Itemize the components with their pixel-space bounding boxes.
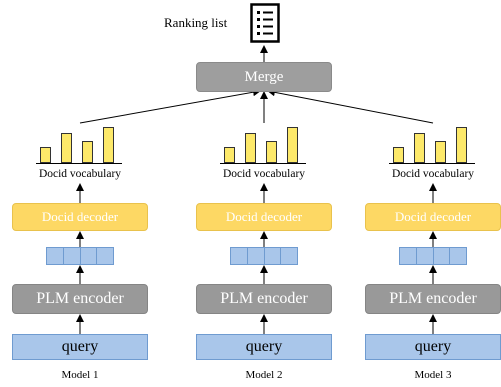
model-label-2: Model 2 — [245, 369, 283, 381]
docid-decoder-3: Docid decoder — [365, 203, 501, 231]
vector-cell — [449, 248, 466, 264]
query-box-1: query — [12, 334, 148, 360]
vocab-baseline-3 — [389, 163, 475, 164]
vector-cell — [263, 248, 281, 264]
ranking-list-icon — [250, 3, 280, 43]
vector-cell — [246, 248, 264, 264]
plm-encoder-1: PLM encoder — [12, 284, 148, 314]
vocab-bar-1-2 — [61, 133, 72, 163]
vocab-bar-2-1 — [224, 147, 235, 163]
vector-cell — [231, 248, 247, 264]
vector-cell — [415, 248, 433, 264]
docid-vocabulary-label-3: Docid vocabulary — [391, 168, 475, 180]
vocab-bar-3-4 — [456, 127, 467, 163]
docid-vocabulary-label-1: Docid vocabulary — [38, 168, 122, 180]
model-label-1: Model 1 — [61, 369, 99, 381]
embedding-vector-1 — [46, 247, 114, 265]
arrow-model1-to-merge — [79, 88, 261, 124]
vocab-bar-3-2 — [414, 133, 425, 163]
vocab-bar-1-1 — [40, 147, 51, 163]
vector-cell — [432, 248, 450, 264]
vocab-baseline-1 — [36, 163, 122, 164]
model-label-3: Model 3 — [414, 369, 452, 381]
vocab-bar-1-3 — [82, 141, 93, 163]
vocab-bar-3-1 — [393, 147, 404, 163]
vocab-bar-3-3 — [435, 141, 446, 163]
query-box-3: query — [365, 334, 501, 360]
vector-cell — [79, 248, 97, 264]
query-box-2: query — [196, 334, 332, 360]
plm-encoder-2: PLM encoder — [196, 284, 332, 314]
vector-cell — [62, 248, 80, 264]
vocab-bar-2-4 — [287, 127, 298, 163]
vector-cell — [400, 248, 416, 264]
vocab-bar-2-2 — [245, 133, 256, 163]
ranking-list-label: Ranking list — [164, 15, 228, 30]
vocab-bar-2-3 — [266, 141, 277, 163]
docid-decoder-2: Docid decoder — [196, 203, 332, 231]
arrow-model3-to-merge — [267, 88, 434, 124]
vocab-baseline-2 — [220, 163, 306, 164]
vector-cell — [96, 248, 113, 264]
plm-encoder-3: PLM encoder — [365, 284, 501, 314]
merge-box: Merge — [196, 62, 332, 92]
embedding-vector-2 — [230, 247, 298, 265]
vector-cell — [280, 248, 297, 264]
docid-vocabulary-label-2: Docid vocabulary — [222, 168, 306, 180]
embedding-vector-3 — [399, 247, 467, 265]
docid-decoder-1: Docid decoder — [12, 203, 148, 231]
vocab-bar-1-4 — [103, 127, 114, 163]
vector-cell — [47, 248, 63, 264]
